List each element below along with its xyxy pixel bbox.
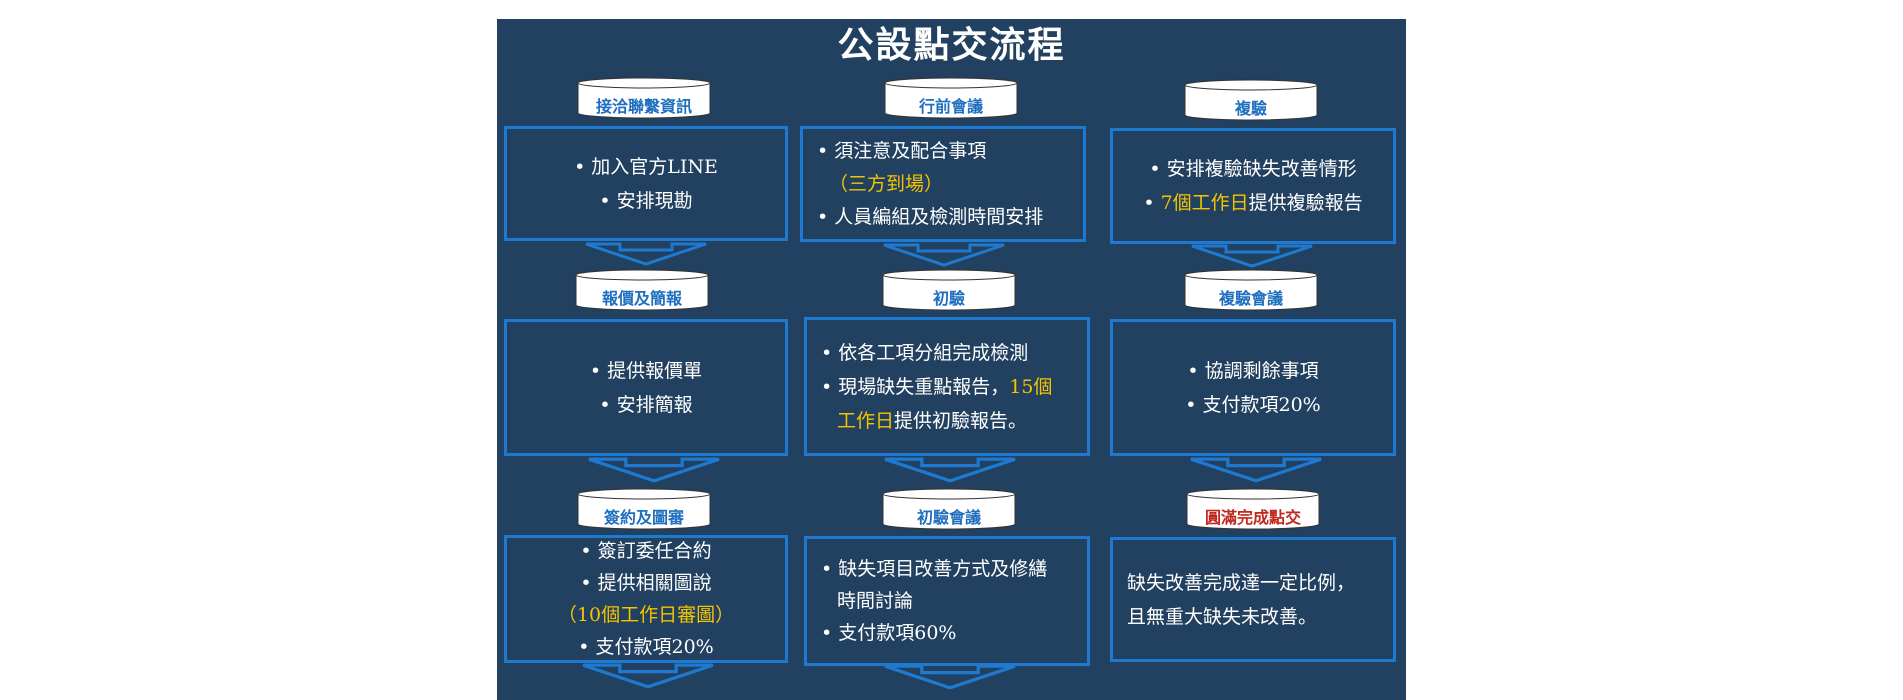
step-box-reinspection-meeting: • 協調剩餘事項 • 支付款項20%	[1110, 319, 1396, 456]
arrow-down-icon	[585, 242, 707, 266]
item: 缺失改善完成達一定比例，	[1127, 571, 1356, 594]
item: 時間討論	[837, 590, 914, 612]
step-box-contact: • 加入官方LINE • 安排現勘	[504, 126, 788, 241]
step-box-reinspection: • 安排複驗缺失改善情形 • 7個工作日提供複驗報告	[1110, 128, 1396, 244]
item: • 缺失項目改善方式及修繕	[821, 558, 1048, 580]
arrow-down-icon	[883, 243, 1005, 267]
step-box-quote: • 提供報價單 • 安排簡報	[504, 319, 788, 456]
item: • 支付款項20%	[578, 636, 714, 658]
item: • 安排現勘	[599, 189, 693, 212]
step-box-contract: • 簽訂委任合約 • 提供相關圖說 （10個工作日審圖） • 支付款項20%	[504, 535, 788, 663]
item-text: 提供複驗報告	[1248, 192, 1363, 214]
item: • 提供報價單	[589, 359, 703, 382]
item: • 依各工項分組完成檢測	[821, 341, 1029, 364]
item: • 人員編組及檢測時間安排	[817, 205, 1044, 228]
item: • 加入官方LINE	[574, 155, 718, 178]
step-label-reinspection: 複驗	[1184, 79, 1318, 121]
step-label-pre-meeting: 行前會議	[884, 77, 1018, 119]
step-label-initial-inspection: 初驗	[882, 269, 1016, 311]
item: • 支付款項20%	[1185, 393, 1321, 416]
arrow-down-icon	[884, 664, 1016, 690]
arrow-down-icon	[1190, 457, 1322, 483]
item: • 須注意及配合事項	[817, 139, 987, 162]
flow-panel	[497, 19, 1406, 700]
step-label-reinspection-meeting: 複驗會議	[1184, 269, 1318, 311]
step-label-contract: 簽約及圖審	[577, 488, 711, 530]
item-text: • 現場缺失重點報告，	[821, 375, 1010, 398]
item-highlight: 7個工作日	[1160, 192, 1249, 214]
step-label-initial-meeting: 初驗會議	[882, 488, 1016, 530]
step-label-complete: 圓滿完成點交	[1186, 488, 1320, 530]
item-text: 提供初驗報告。	[894, 409, 1028, 432]
item: • 安排複驗缺失改善情形	[1149, 158, 1357, 180]
item: • 7個工作日提供複驗報告	[1143, 192, 1363, 214]
step-box-initial-meeting: • 缺失項目改善方式及修繕 時間討論 • 支付款項60%	[804, 536, 1090, 666]
step-label-contact: 接洽聯繫資訊	[577, 77, 711, 119]
step-label-quote: 報價及簡報	[575, 269, 709, 311]
arrow-down-icon	[582, 663, 714, 689]
item-highlight: （10個工作日審圖）	[557, 604, 735, 626]
item-highlight: 工作日	[837, 409, 895, 432]
item-highlight: 15個	[1009, 375, 1053, 398]
item: • 協調剩餘事項	[1187, 359, 1319, 382]
item: • 提供相關圖說	[580, 572, 712, 594]
item-highlight: （三方到場）	[829, 172, 944, 195]
item: • 現場缺失重點報告，15個	[821, 370, 1073, 404]
arrow-down-icon	[588, 457, 720, 483]
arrow-down-icon	[1191, 244, 1313, 268]
item: 工作日提供初驗報告。	[821, 404, 1073, 438]
step-box-complete: 缺失改善完成達一定比例， 且無重大缺失未改善。	[1110, 537, 1396, 662]
item: • 安排簡報	[599, 393, 693, 416]
item: • 支付款項60%	[821, 622, 957, 644]
item: • 簽訂委任合約	[580, 540, 712, 562]
item: 且無重大缺失未改善。	[1127, 605, 1318, 628]
arrow-down-icon	[884, 457, 1016, 483]
step-box-pre-meeting: • 須注意及配合事項 （三方到場） • 人員編組及檢測時間安排	[800, 126, 1086, 242]
page-title: 公設點交流程	[837, 24, 1066, 66]
step-box-initial-inspection: • 依各工項分組完成檢測 • 現場缺失重點報告，15個 工作日提供初驗報告。	[804, 317, 1090, 456]
